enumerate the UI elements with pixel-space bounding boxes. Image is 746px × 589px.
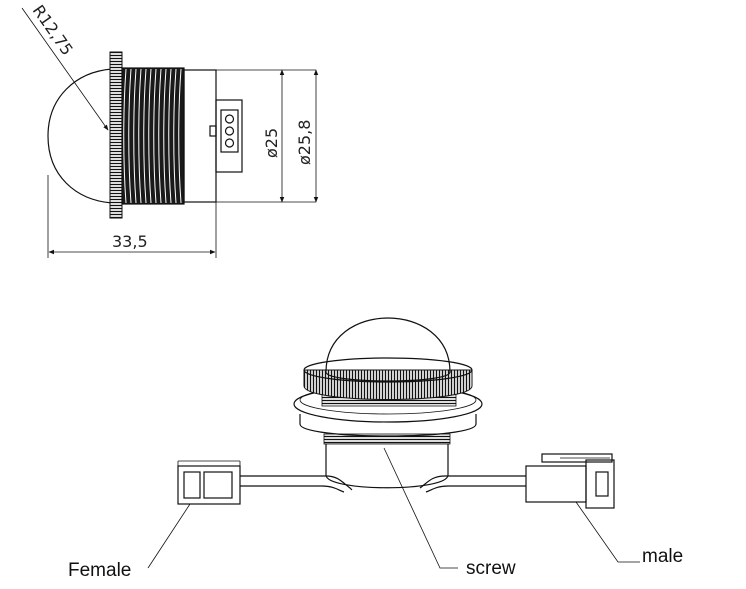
screw-leader — [383, 447, 458, 569]
outer-diameter-label: ø25,8 — [295, 120, 314, 165]
thread-line — [173, 68, 177, 204]
length-label: 33,5 — [112, 232, 148, 251]
thread-line — [148, 68, 152, 204]
thread-line — [143, 68, 147, 204]
thread-line — [133, 68, 137, 204]
inner-diameter-label: ø25 — [262, 128, 281, 158]
product-view: Female screw male — [68, 317, 683, 581]
thread-line — [138, 68, 142, 204]
female-label: Female — [68, 560, 131, 581]
thread-line — [153, 68, 157, 204]
female-connector — [177, 460, 241, 505]
thread-line — [123, 68, 127, 204]
knurled-ring — [109, 51, 123, 219]
dome — [325, 317, 451, 382]
female-leader — [147, 503, 191, 569]
thread-line — [163, 68, 167, 204]
thread-line — [168, 68, 172, 204]
dome-outline — [47, 68, 113, 204]
threaded-body — [121, 67, 185, 205]
technical-drawing: R12,75 ø25 ø25,8 33,5 — [21, 1, 319, 258]
male-leader — [575, 501, 640, 563]
male-label: male — [642, 546, 683, 567]
knurled-nut — [303, 369, 473, 400]
thread-line — [158, 68, 162, 204]
screw-label: screw — [466, 558, 516, 579]
back-connector — [209, 99, 243, 173]
radius-leader — [21, 7, 109, 131]
thread-line — [178, 68, 182, 204]
male-connector — [525, 453, 615, 509]
radius-label: R12,75 — [29, 1, 77, 59]
thread-line — [128, 68, 132, 204]
